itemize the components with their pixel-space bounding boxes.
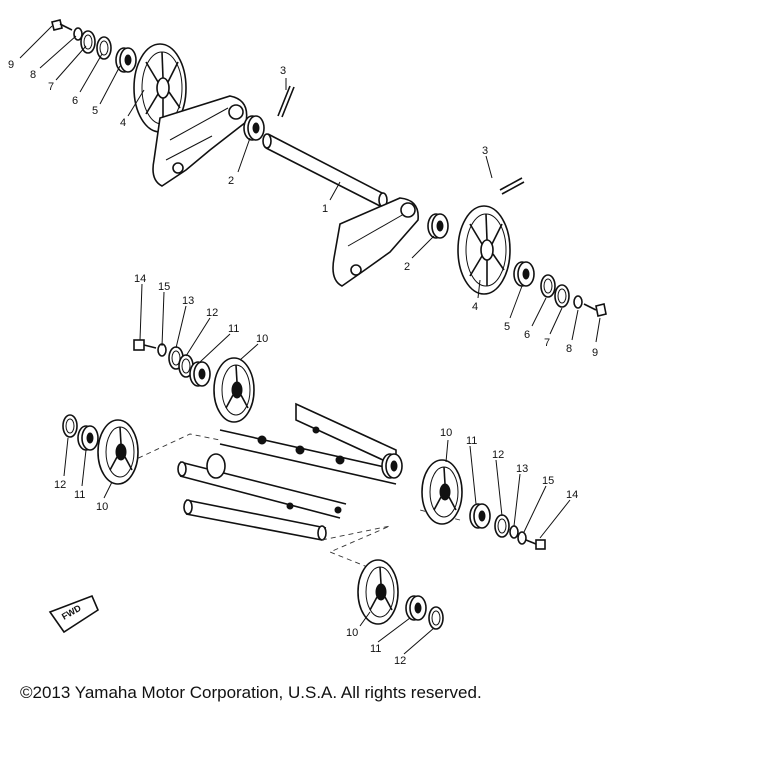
upper-axle-assembly <box>51 19 607 317</box>
callout-label: 14 <box>134 273 146 285</box>
bearing-11-a <box>189 361 211 387</box>
callout-label: 12 <box>206 307 218 319</box>
axle-shaft-1 <box>262 133 388 208</box>
callout-label: 4 <box>472 301 478 313</box>
washer-13-c <box>509 525 519 539</box>
callout-label: 6 <box>72 95 78 107</box>
callout-label: 9 <box>8 59 14 71</box>
bearing-5-right <box>513 261 535 287</box>
callout-label: 13 <box>516 463 528 475</box>
callout-label: 1 <box>322 203 328 215</box>
callout-label: 6 <box>524 329 530 341</box>
ring-12-d <box>428 606 444 630</box>
pin-3-right <box>499 177 525 195</box>
bolt-9-left <box>51 19 73 31</box>
pin-3-left <box>277 85 295 118</box>
idler-wheel-10-a <box>213 357 255 423</box>
callout-label: 12 <box>492 449 504 461</box>
lower-rail-assembly <box>62 339 546 630</box>
bearing-11-b <box>77 425 99 451</box>
washer-8-right <box>573 295 583 309</box>
callout-label: 5 <box>504 321 510 333</box>
callout-label: 15 <box>158 281 170 293</box>
callout-label: 8 <box>30 69 36 81</box>
callout-label: 11 <box>466 435 477 447</box>
callout-label: 5 <box>92 105 98 117</box>
callout-leaders <box>19 25 601 655</box>
callout-label: 11 <box>74 489 85 501</box>
callout-label: 2 <box>404 261 410 273</box>
bolt-9-right <box>583 303 607 317</box>
callout-label: 11 <box>228 323 239 335</box>
bolt-14-c <box>525 539 546 550</box>
bearing-11-c <box>469 503 491 529</box>
ring-12-c <box>494 514 510 538</box>
callout-label: 7 <box>544 337 550 349</box>
idler-wheel-10-d <box>357 559 399 625</box>
callout-label: 12 <box>54 479 66 491</box>
bearing-11-d <box>405 595 427 621</box>
callout-label: 13 <box>182 295 194 307</box>
callout-label: 15 <box>542 475 554 487</box>
idler-wheel-10-b <box>97 419 139 485</box>
idler-wheel-10-c <box>421 459 463 525</box>
callout-label: 8 <box>566 343 572 355</box>
inner-bearing <box>381 453 403 479</box>
callouts: 9 8 7 6 5 4 3 2 1 3 2 4 5 6 7 8 9 14 15 … <box>8 59 598 667</box>
collar-6-left <box>96 36 112 60</box>
washer-7-right <box>554 284 570 308</box>
callout-label: 12 <box>394 655 406 667</box>
arm-bracket-right <box>332 197 419 287</box>
callout-label: 14 <box>566 489 578 501</box>
fwd-arrow-icon: FWD <box>48 594 100 634</box>
slide-rail-frame <box>177 402 403 541</box>
copyright-notice: ©2013 Yamaha Motor Corporation, U.S.A. A… <box>20 683 482 702</box>
callout-label: 2 <box>228 175 234 187</box>
callout-label: 10 <box>440 427 452 439</box>
callout-label: 10 <box>346 627 358 639</box>
exploded-parts-diagram: FWD <box>8 19 607 667</box>
bolt-14-a <box>133 339 157 351</box>
arm-bracket-left <box>152 95 248 187</box>
bushing-2-right <box>427 213 449 239</box>
collar-6-right <box>540 274 556 298</box>
callout-label: 10 <box>256 333 268 345</box>
callout-label: 10 <box>96 501 108 513</box>
washer-15-c <box>517 531 527 545</box>
callout-label: 11 <box>370 643 381 655</box>
callout-label: 4 <box>120 117 126 129</box>
callout-label: 9 <box>592 347 598 359</box>
callout-label: 3 <box>482 145 488 157</box>
ring-12-b <box>62 414 78 438</box>
bushing-2-left <box>243 115 265 141</box>
assembly-guide-lines <box>129 433 461 569</box>
callout-label: 3 <box>280 65 286 77</box>
callout-label: 7 <box>48 81 54 93</box>
sprocket-wheel-4-right <box>457 205 511 295</box>
